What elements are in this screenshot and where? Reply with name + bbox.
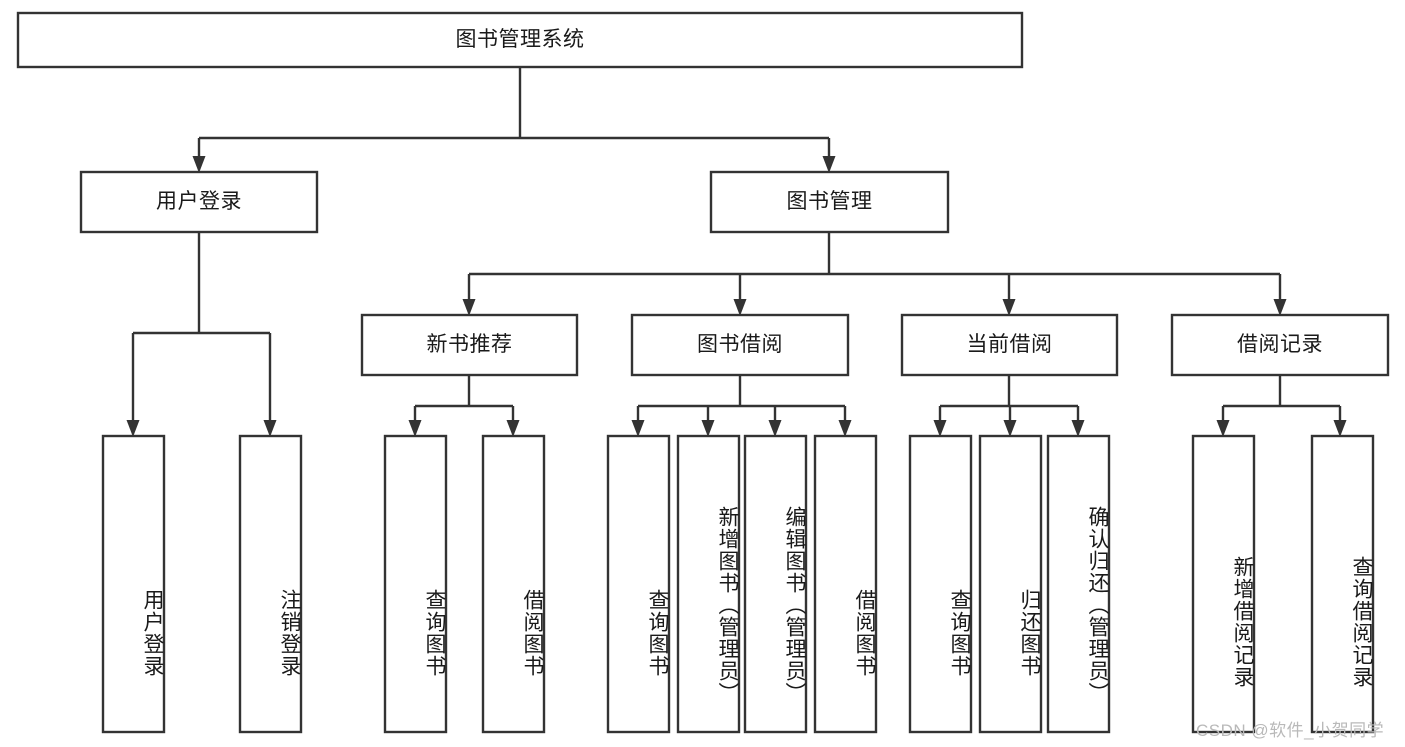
connector-arrowhead: [506, 420, 520, 437]
node-box-new-book-recommend[interactable]: [360, 313, 579, 377]
connector-arrowhead: [462, 299, 476, 316]
connector-arrowhead: [933, 420, 947, 437]
connector-current-borrow-to-leaves: [933, 375, 1085, 437]
node-box-leaf-edit-book[interactable]: [743, 434, 808, 734]
connector-arrowhead: [263, 420, 277, 437]
connector-layer: [126, 67, 1347, 437]
connector-arrowhead: [768, 420, 782, 437]
node-box-leaf-query-book-1[interactable]: [383, 434, 448, 734]
connector-arrowhead: [1002, 299, 1016, 316]
node-box-leaf-query-book-2[interactable]: [606, 434, 671, 734]
node-box-leaf-add-book[interactable]: [676, 434, 741, 734]
node-box-current-borrow[interactable]: [900, 313, 1119, 377]
node-box-root[interactable]: [16, 11, 1024, 69]
connector-arrowhead: [1071, 420, 1085, 437]
node-box-leaf-query-borrow-record[interactable]: [1310, 434, 1375, 734]
node-box-leaf-confirm-return[interactable]: [1046, 434, 1111, 734]
connector-arrowhead: [1003, 420, 1017, 437]
connector-book-manage-to-level2: [462, 232, 1287, 316]
node-box-borrow-record[interactable]: [1170, 313, 1390, 377]
connector-user-login-to-leaves: [126, 232, 277, 437]
node-box-leaf-user-login[interactable]: [101, 434, 166, 734]
node-box-user-login[interactable]: [79, 170, 319, 234]
node-box-leaf-add-borrow-record[interactable]: [1191, 434, 1256, 734]
connector-arrowhead: [1273, 299, 1287, 316]
node-box-leaf-return-book[interactable]: [978, 434, 1043, 734]
node-box-book-borrow[interactable]: [630, 313, 850, 377]
connector-arrowhead: [192, 156, 206, 173]
csdn-watermark: CSDN @软件_小贺同学: [1196, 721, 1385, 740]
node-layer: [16, 11, 1390, 734]
node-box-leaf-borrow-book-2[interactable]: [813, 434, 878, 734]
connector-arrowhead: [408, 420, 422, 437]
connector-arrowhead: [1216, 420, 1230, 437]
connector-book-borrow-to-leaves: [631, 375, 852, 437]
connector-arrowhead: [733, 299, 747, 316]
node-box-leaf-logout-login[interactable]: [238, 434, 303, 734]
connector-arrowhead: [822, 156, 836, 173]
connector-arrowhead: [838, 420, 852, 437]
connector-arrowhead: [126, 420, 140, 437]
connector-root-to-level1: [192, 67, 836, 173]
node-box-book-manage[interactable]: [709, 170, 950, 234]
connector-new-book-recommend-to-leaves: [408, 375, 520, 437]
node-box-leaf-query-book-3[interactable]: [908, 434, 973, 734]
connector-arrowhead: [701, 420, 715, 437]
node-box-leaf-borrow-book-1[interactable]: [481, 434, 546, 734]
connector-arrowhead: [1333, 420, 1347, 437]
connector-arrowhead: [631, 420, 645, 437]
connector-borrow-record-to-leaves: [1216, 375, 1347, 437]
